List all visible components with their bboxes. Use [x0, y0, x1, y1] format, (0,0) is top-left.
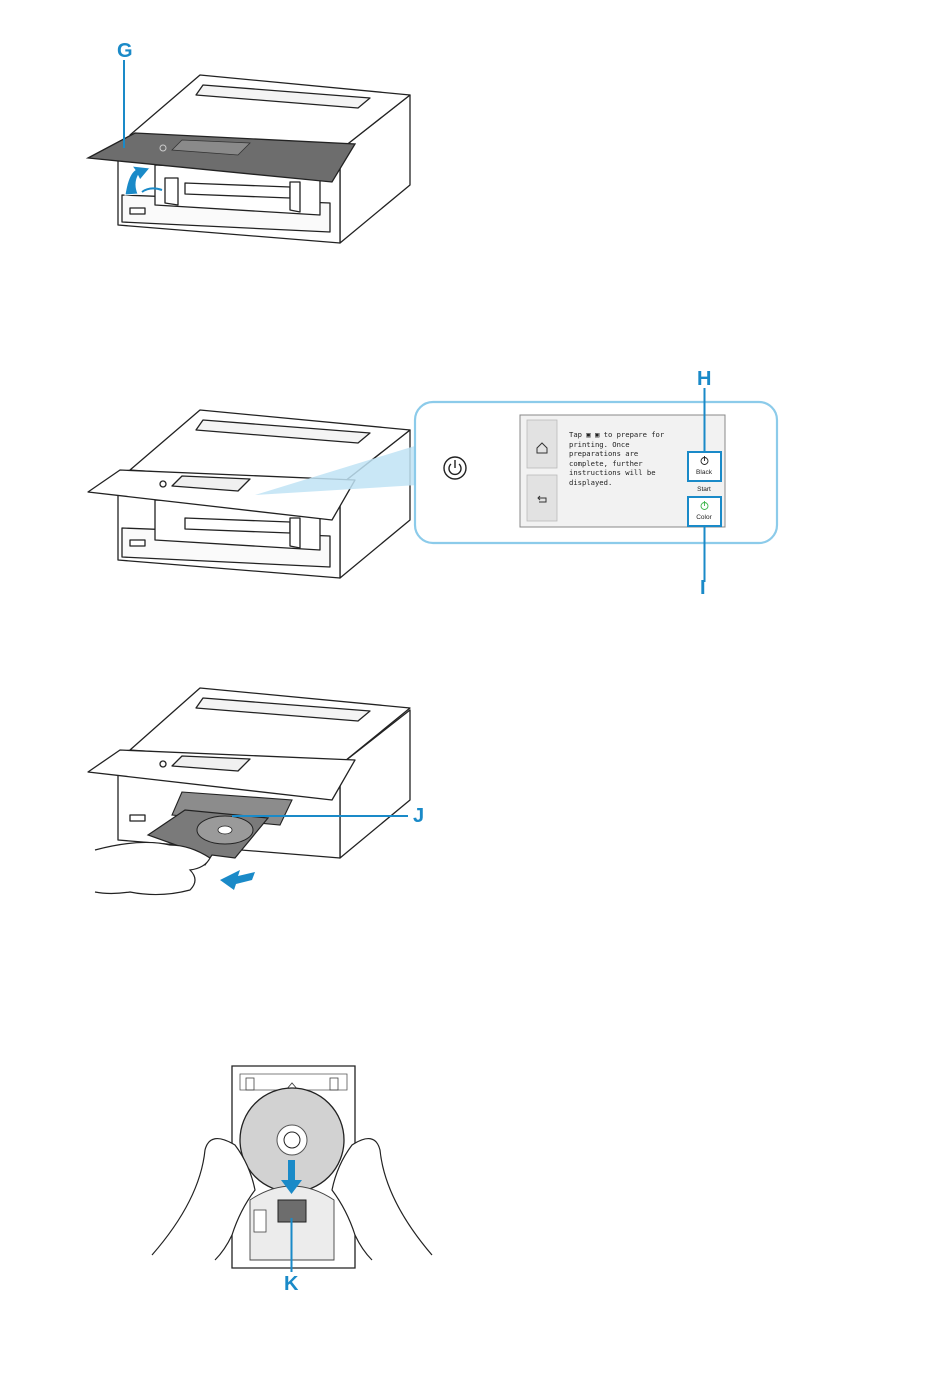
- printer-illustration-2: [0, 360, 950, 610]
- figure-place-disc: K: [0, 1050, 950, 1310]
- black-button-label: Black: [686, 469, 722, 476]
- disc-tray-illustration: [0, 1050, 950, 1310]
- callout-j: J: [413, 806, 424, 826]
- callout-k: K: [284, 1274, 298, 1294]
- printer-illustration-1: [0, 0, 950, 290]
- figure-remove-disc-tray: J: [0, 640, 950, 910]
- color-button-label: Color: [686, 514, 722, 521]
- callout-i: I: [700, 578, 706, 598]
- figure-open-operation-panel: G: [0, 0, 950, 290]
- start-label: Start: [686, 486, 722, 493]
- hand: [95, 842, 210, 894]
- printer-illustration-3: [0, 640, 950, 910]
- callout-h: H: [697, 369, 711, 389]
- screen-message: Tap ▣ ▣ to prepare for printing. Once pr…: [569, 430, 677, 487]
- figure-operation-panel-screen: H I Tap ▣ ▣ to prepare for printing. Onc…: [0, 360, 950, 610]
- callout-g: G: [117, 41, 133, 61]
